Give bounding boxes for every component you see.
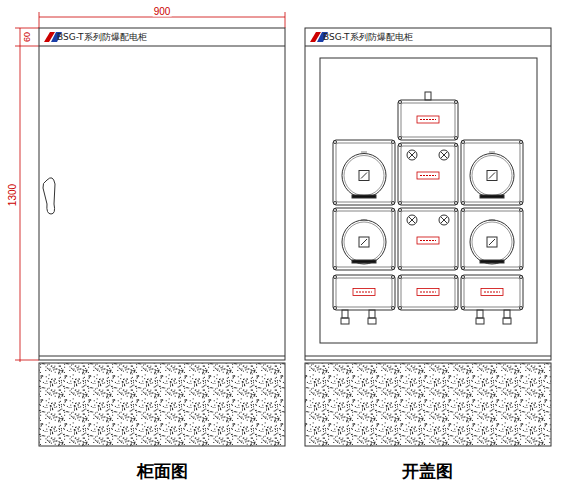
dimension-strip: 60 [22,31,32,43]
cabinet-title: BSG-T系列防爆配电柜 [39,31,147,44]
dimension-height: 1300 [7,183,18,207]
cabinet-title-strip: BSG-T系列防爆配电柜 [305,28,551,46]
cabinet-title-strip: BSG-T系列防爆配电柜 [39,28,285,46]
view-caption: 开盖图 [401,460,454,483]
dimension-width: 900 [153,6,172,17]
cabinet-title: BSG-T系列防爆配电柜 [305,31,413,44]
view-caption: 柜面图 [136,460,189,483]
